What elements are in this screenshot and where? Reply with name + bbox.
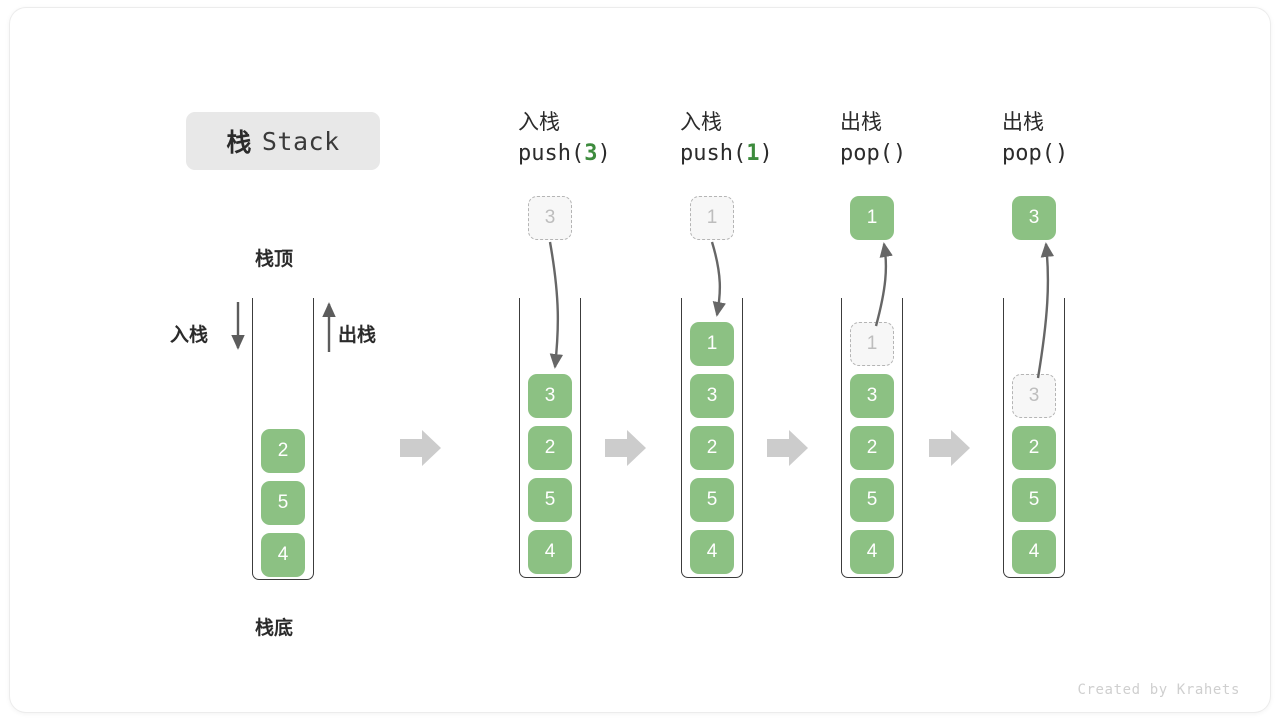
operation-name: 入栈 [680,111,722,134]
stack-cell: 3 [690,374,734,418]
stack-cell: 4 [261,533,305,577]
stack-cell: 5 [528,478,572,522]
code-prefix: push( [518,141,585,166]
code-prefix: push( [680,141,747,166]
stack-cell: 1 [690,322,734,366]
stack-cell: 4 [690,530,734,574]
floating-element-pop-1: 1 [850,196,894,240]
stack-cell: 3 [850,374,894,418]
stack-cell: 2 [528,426,572,470]
title-chinese: 栈 [226,129,252,157]
code-prefix: pop( [840,141,893,166]
column-heading-push-3: 入栈 push(3) [518,108,678,170]
stack-container [1003,298,1065,578]
column-heading-push-1: 入栈 push(1) [680,108,840,170]
reference-stack-container [252,298,314,580]
code-suffix: ) [1054,141,1069,166]
stack-cell: 4 [528,530,572,574]
operation-code: pop() [840,138,1000,170]
stack-cell: 4 [1012,530,1056,574]
pop-side-label: 出栈 [338,325,377,346]
footer-credit: Created by Krahets [1077,682,1240,698]
stack-container [841,298,903,578]
code-argument: 3 [584,141,598,166]
code-suffix: ) [759,141,773,166]
title-english: Stack [261,126,340,156]
operation-name: 出栈 [840,111,882,134]
operation-name: 出栈 [1002,111,1044,134]
operation-name: 入栈 [518,111,560,134]
stack-cell: 5 [1012,478,1056,522]
stack-container [519,298,581,578]
operation-code: push(1) [680,138,840,170]
stack-top-label: 栈顶 [255,249,294,270]
stack-cell: 5 [850,478,894,522]
stack-cell: 2 [261,429,305,473]
stack-cell: 3 [528,374,572,418]
floating-element-push-3: 3 [528,196,572,240]
stack-cell: 4 [850,530,894,574]
stack-container [681,298,743,578]
operation-code: push(3) [518,138,678,170]
code-suffix: ) [597,141,611,166]
stack-cell: 5 [690,478,734,522]
push-side-label: 入栈 [170,325,209,346]
stack-cell: 2 [690,426,734,470]
stack-cell-ghost: 3 [1012,374,1056,418]
code-argument: 1 [746,141,760,166]
stack-cell-ghost: 1 [850,322,894,366]
column-heading-pop-1: 出栈 pop() [840,108,1000,170]
column-heading-pop-3: 出栈 pop() [1002,108,1162,170]
stack-bottom-label: 栈底 [255,618,294,639]
stack-cell: 2 [850,426,894,470]
code-suffix: ) [892,141,907,166]
title-chip: 栈 Stack [186,112,380,170]
floating-element-pop-3: 3 [1012,196,1056,240]
stack-cell: 2 [1012,426,1056,470]
floating-element-push-1: 1 [690,196,734,240]
operation-code: pop() [1002,138,1162,170]
code-prefix: pop( [1002,141,1055,166]
stack-cell: 5 [261,481,305,525]
